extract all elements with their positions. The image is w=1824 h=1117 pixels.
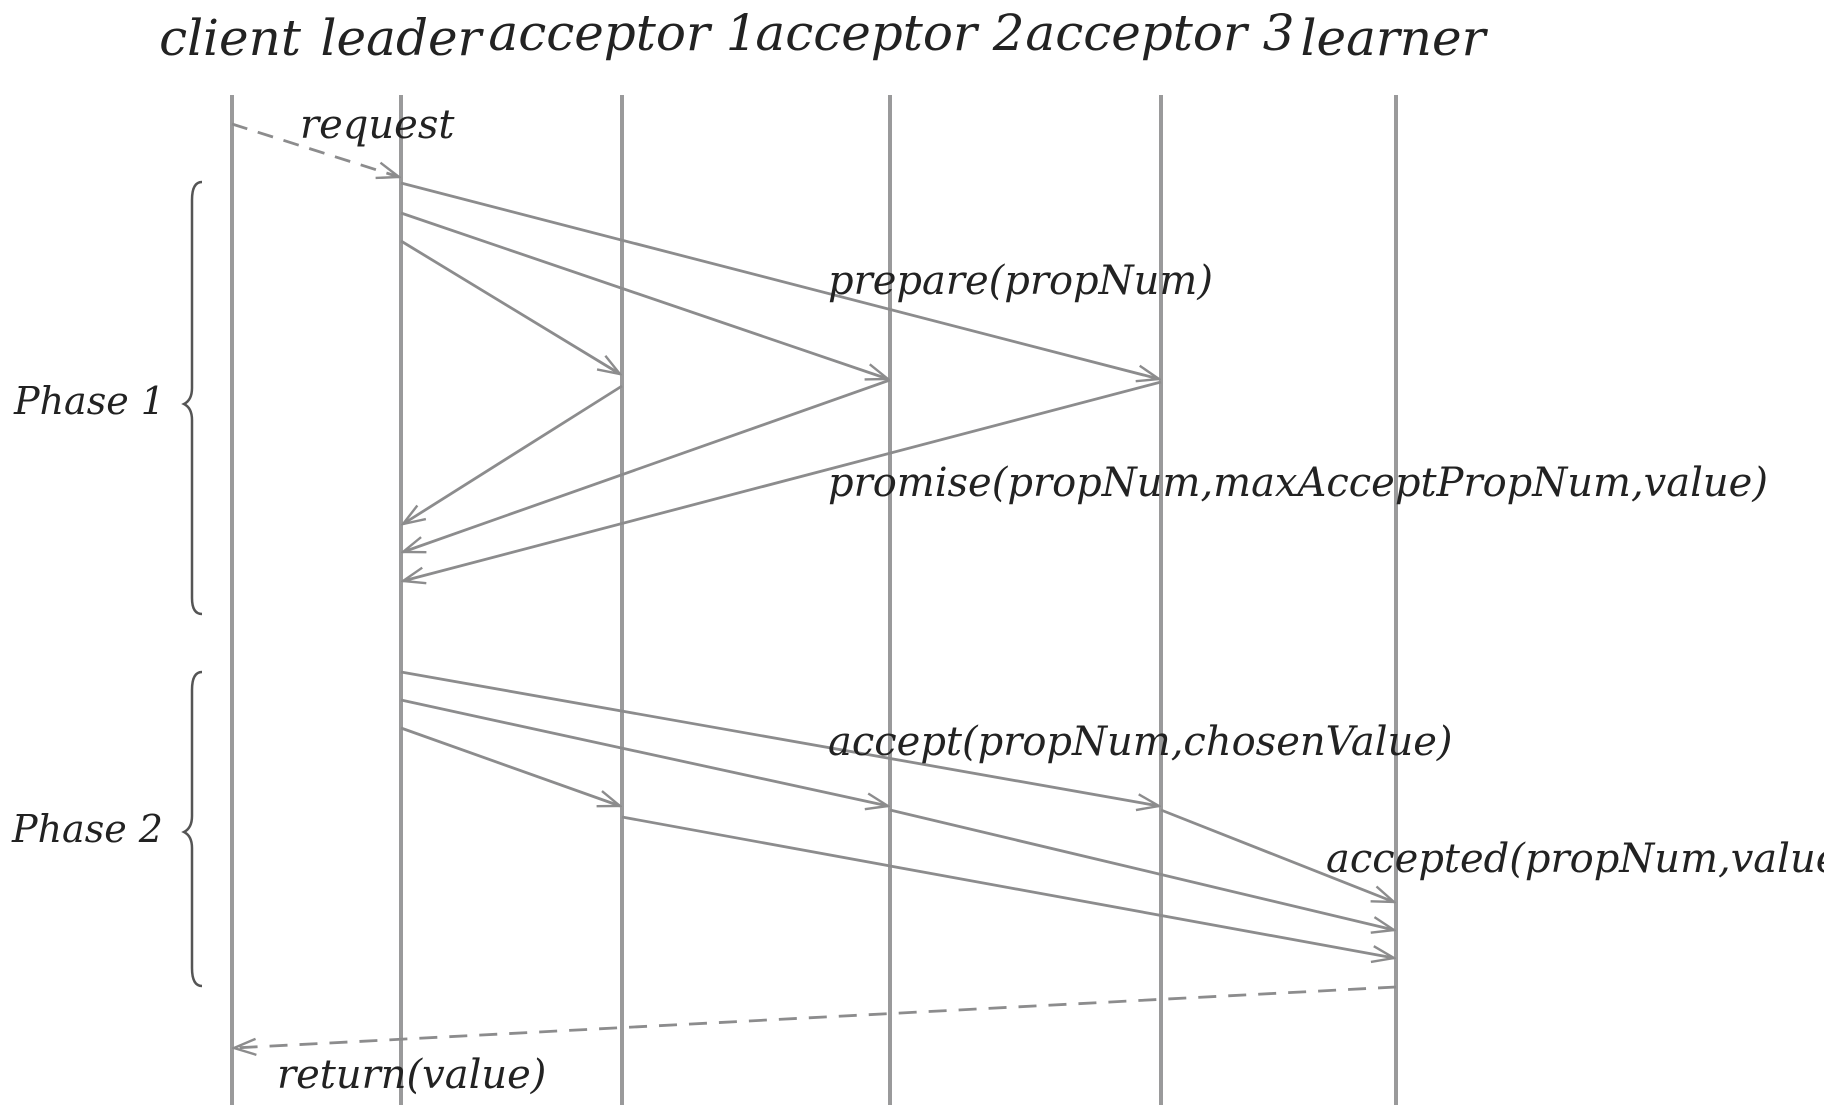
arrow-accepted-acceptor-1: [621, 815, 1394, 958]
phase-2-brace: [181, 670, 203, 988]
participant-acceptor-2: acceptor 2: [755, 4, 1024, 62]
label-accept: accept(propNum,chosenValue): [828, 719, 1453, 765]
arrow-promise-acceptor-3: [403, 380, 1162, 581]
arrow-accepted-acceptor-3: [1160, 808, 1394, 904]
arrow-accepted-acceptor-2: [889, 808, 1394, 930]
label-return: return(value): [277, 1052, 546, 1098]
participant-acceptor-1: acceptor 1: [488, 4, 757, 62]
participant-acceptor-3: acceptor 3: [1025, 4, 1294, 62]
arrow-accept-acceptor-1: [400, 726, 620, 806]
phase-1-brace: [181, 180, 203, 616]
arrow-promise-acceptor-2: [403, 378, 891, 552]
label-promise: promise(propNum,maxAcceptPropNum,value): [828, 460, 1768, 506]
arrow-return: [234, 985, 1397, 1048]
participant-leader: leader: [321, 9, 485, 67]
arrow-prepare-acceptor-2: [400, 211, 888, 379]
label-request: request: [300, 102, 455, 148]
phase-1-label: Phase 1: [13, 379, 165, 423]
arrow-prepare-acceptor-3: [400, 181, 1159, 379]
label-accepted: accepted(propNum,value): [1326, 836, 1824, 882]
phase-2-label: Phase 2: [11, 807, 163, 851]
arrow-accept-acceptor-2: [400, 698, 888, 806]
lifelines: [230, 95, 1398, 1105]
arrow-accept-acceptor-3: [400, 670, 1159, 806]
participant-client: client: [159, 9, 302, 67]
arrow-request: [231, 122, 399, 177]
participant-learner: learner: [1301, 9, 1489, 67]
arrow-prepare-acceptor-1: [400, 239, 620, 374]
arrow-promise-acceptor-1: [403, 384, 623, 524]
label-prepare: prepare(propNum): [828, 258, 1213, 304]
message-arrows: [231, 122, 1397, 1048]
